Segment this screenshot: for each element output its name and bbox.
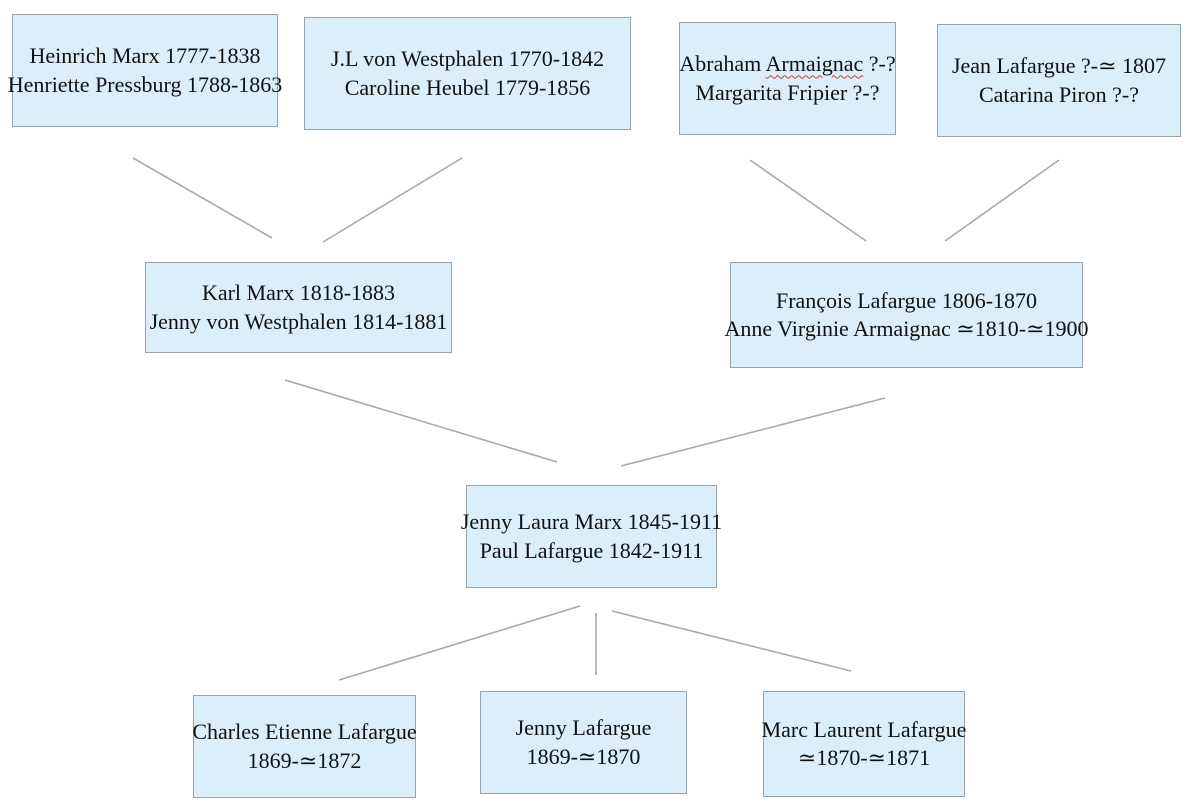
henriette-pressburg-label: Henriette Pressburg 1788-1863 [7,71,283,97]
francois-anne-box: François Lafargue 1806-1870 Anne Virgini… [724,262,1089,368]
connector-couple-right [620,397,886,467]
karl-marx-label: Karl Marx 1818-1883 [201,280,396,306]
jenny-lafargue-dates: 1869-≃1870 [526,743,641,769]
abraham-first-name: Abraham [679,51,766,77]
anne-virginie-armaignac-label: Anne Virginie Armaignac ≃1810-≃1900 [724,316,1089,341]
charles-etienne-box: Charles Etienne Lafargue 1869-≃1872 [192,695,417,798]
westphalen-heubel-box: J.L von Westphalen 1770-1842 Caroline He… [304,17,631,130]
francois-lafargue-label: François Lafargue 1806-1870 [775,287,1038,313]
jean-lafargue-label: Jean Lafargue ?-≃ 1807 [951,53,1167,79]
heinrich-marx-label: Heinrich Marx 1777-1838 [29,43,261,69]
charles-etienne-dates: 1869-≃1872 [247,747,362,773]
jenny-von-westphalen-label: Jenny von Westphalen 1814-1881 [149,308,448,334]
lafargue-piron-box: Jean Lafargue ?-≃ 1807 Catarina Piron ?-… [937,24,1181,137]
abraham-dates: ?-? [863,51,896,77]
connector-couple-left [284,379,558,463]
marc-laurent-box: Marc Laurent Lafargue ≃1870-≃1871 [761,691,967,797]
charles-etienne-name: Charles Etienne Lafargue [192,719,417,745]
abraham-armaignac-label: Abraham Armaignac ?-? [679,50,895,78]
karl-jenny-box: Karl Marx 1818-1883 Jenny von Westphalen… [145,262,452,353]
armaignac-fripier-box: Abraham Armaignac ?-? Margarita Fripier … [679,22,896,135]
heinrich-henriette-box: Heinrich Marx 1777-1838 Henriette Pressb… [8,14,282,127]
connector-marx-parents-left [132,157,273,239]
caroline-heubel-label: Caroline Heubel 1779-1856 [344,74,591,100]
jenny-lafargue-box: Jenny Lafargue 1869-≃1870 [480,691,687,794]
connector-child-right [611,610,852,672]
marc-laurent-name: Marc Laurent Lafargue [761,716,967,742]
jenny-laura-marx-label: Jenny Laura Marx 1845-1911 [460,509,723,535]
connector-lafargue-parents-right [944,159,1060,242]
jl-von-westphalen-label: J.L von Westphalen 1770-1842 [330,46,605,72]
jenny-laura-paul-box: Jenny Laura Marx 1845-1911 Paul Lafargue… [461,485,722,588]
jenny-lafargue-name: Jenny Lafargue [515,715,652,741]
marc-laurent-dates: ≃1870-≃1871 [797,745,931,770]
spellcheck-flagged-word: Armaignac [765,51,864,77]
paul-lafargue-label: Paul Lafargue 1842-1911 [479,537,704,563]
margarita-fripier-label: Margarita Fripier ?-? [695,79,880,105]
connector-child-left [338,605,581,681]
catarina-piron-label: Catarina Piron ?-? [978,81,1140,107]
connector-lafargue-parents-left [749,159,867,242]
connector-marx-parents-right [322,157,463,243]
